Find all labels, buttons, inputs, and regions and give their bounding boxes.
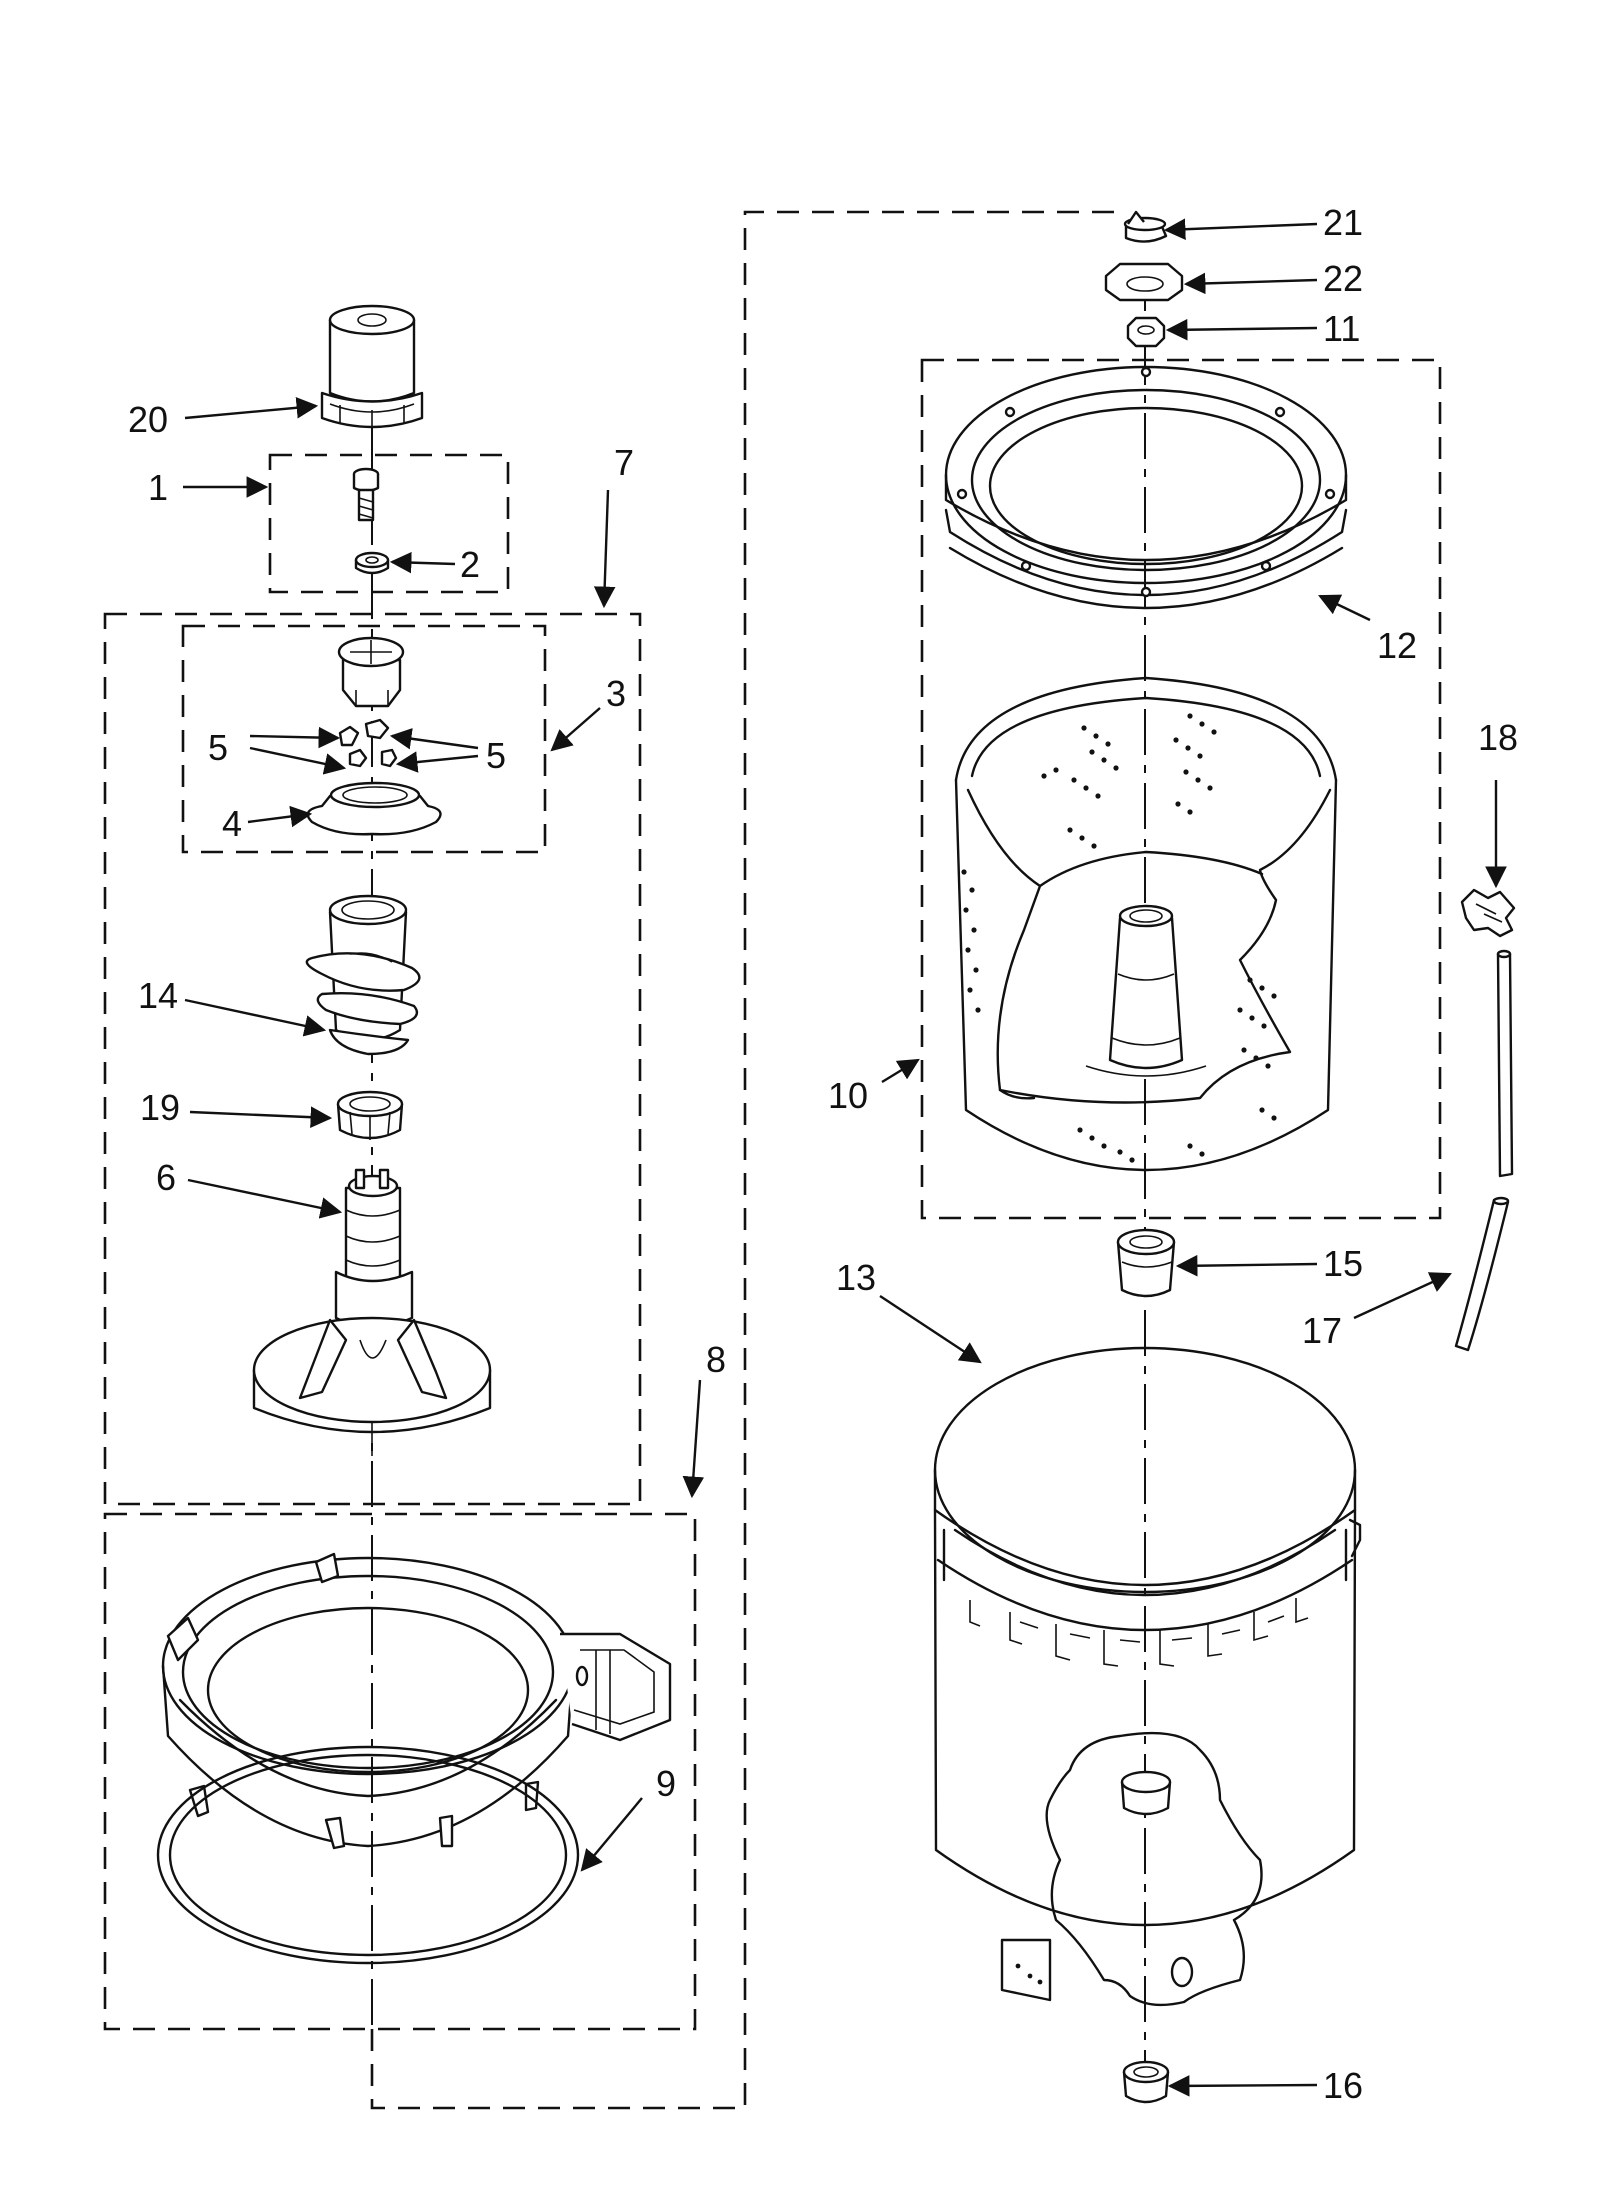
callout-18: 18 xyxy=(1478,717,1518,758)
connector-line xyxy=(370,210,1115,2110)
callout-19: 19 xyxy=(140,1087,180,1128)
part-16-drain-cap xyxy=(1122,2060,1170,2104)
basket-perforations xyxy=(961,713,1277,1163)
part-3-agitator-dogs xyxy=(337,636,405,708)
callout-13: 13 xyxy=(836,1257,876,1298)
part-15-hub xyxy=(1116,1228,1176,1298)
callout-15: 15 xyxy=(1323,1243,1363,1284)
callout-17: 17 xyxy=(1302,1310,1342,1351)
box-part-10 xyxy=(920,358,1442,1220)
part-21-clip xyxy=(1123,210,1168,243)
callout-10: 10 xyxy=(828,1075,868,1116)
leader-arrows xyxy=(183,218,1507,2097)
callout-9: 9 xyxy=(656,1763,676,1804)
callout-5-right: 5 xyxy=(486,735,506,776)
callout-2: 2 xyxy=(460,544,480,585)
callout-4: 4 xyxy=(222,803,242,844)
part-10-basket xyxy=(954,676,1338,1172)
box-part-8 xyxy=(103,1512,697,2031)
part-6-agitator-base xyxy=(252,1168,492,1456)
box-part-1 xyxy=(268,453,510,594)
callout-7: 7 xyxy=(614,442,634,483)
part-9-gasket xyxy=(156,1745,580,1965)
callout-labels: 21 22 11 12 18 10 15 13 17 16 20 1 2 7 3… xyxy=(128,202,1518,2106)
callout-20: 20 xyxy=(128,399,168,440)
callout-6: 6 xyxy=(156,1157,176,1198)
callout-16: 16 xyxy=(1323,2065,1363,2106)
callout-1: 1 xyxy=(148,467,168,508)
part-18-hose-clamp xyxy=(1460,888,1516,938)
part-5-dogs xyxy=(338,718,398,768)
part-2-washer xyxy=(354,551,390,575)
callout-22: 22 xyxy=(1323,258,1363,299)
part-22-bracket xyxy=(1104,262,1184,302)
assembly-boxes xyxy=(103,210,1442,2110)
callout-5-left: 5 xyxy=(208,727,228,768)
part-12-balance-ring xyxy=(944,365,1348,610)
part-1-bolt xyxy=(352,467,380,522)
part-19-ring xyxy=(336,1090,404,1140)
part-8-tub-ring xyxy=(161,1552,672,1850)
part-14-auger xyxy=(305,894,421,1056)
part-17-hose xyxy=(1454,949,1514,1352)
callout-3: 3 xyxy=(606,673,626,714)
box-part-3 xyxy=(181,624,547,854)
callout-14: 14 xyxy=(138,975,178,1016)
part-11-nut xyxy=(1126,316,1166,348)
part-4-cam xyxy=(306,781,442,836)
callout-21: 21 xyxy=(1323,202,1363,243)
callout-11: 11 xyxy=(1323,308,1360,349)
callout-8: 8 xyxy=(706,1339,726,1380)
part-20-dispenser-cap xyxy=(320,304,424,429)
part-13-outer-tub xyxy=(933,1346,1362,2007)
callout-12: 12 xyxy=(1377,625,1417,666)
